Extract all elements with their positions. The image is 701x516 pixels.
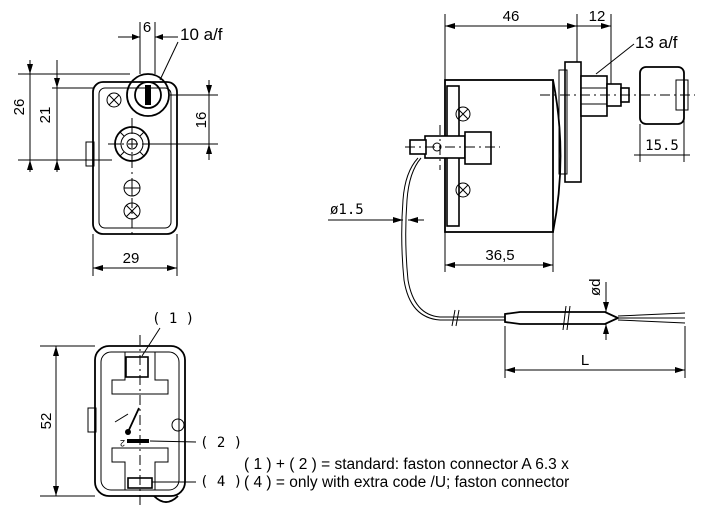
callout-4: ( 4 ) bbox=[200, 474, 242, 490]
dim-36-5: 36,5 bbox=[485, 247, 514, 264]
dim-12: 12 bbox=[589, 8, 606, 25]
note-line-2: ( 4 ) = only with extra code /U; faston … bbox=[244, 474, 569, 491]
dim-16: 16 bbox=[193, 112, 210, 129]
callout-1: ( 1 ) bbox=[152, 311, 194, 327]
dim-52: 52 bbox=[38, 413, 55, 430]
dim-26: 26 bbox=[11, 99, 28, 116]
dim-29: 29 bbox=[123, 250, 140, 267]
dim-diameter-1-5: ø1.5 bbox=[330, 202, 364, 218]
rear-view: 2 ( 1 ) ( 2 ) ( 4 ) 52 bbox=[38, 311, 242, 508]
front-view: 6 10 a/f 26 21 16 29 bbox=[11, 19, 223, 276]
side-view: 46 12 13 a/f 15.5 ø1.5 36,5 ød bbox=[328, 8, 695, 378]
dim-10-af: 10 a/f bbox=[180, 25, 223, 44]
dim-diameter-d: ød bbox=[587, 278, 604, 296]
dim-6: 6 bbox=[143, 19, 151, 36]
dim-13-af: 13 a/f bbox=[635, 33, 678, 52]
svg-text:2: 2 bbox=[120, 438, 125, 448]
dim-15-5: 15.5 bbox=[645, 138, 679, 154]
dim-21: 21 bbox=[37, 107, 54, 124]
dim-46: 46 bbox=[503, 8, 520, 25]
note-line-1: ( 1 ) + ( 2 ) = standard: faston connect… bbox=[244, 456, 569, 473]
callout-2: ( 2 ) bbox=[200, 435, 242, 451]
dim-L: L bbox=[581, 352, 589, 369]
